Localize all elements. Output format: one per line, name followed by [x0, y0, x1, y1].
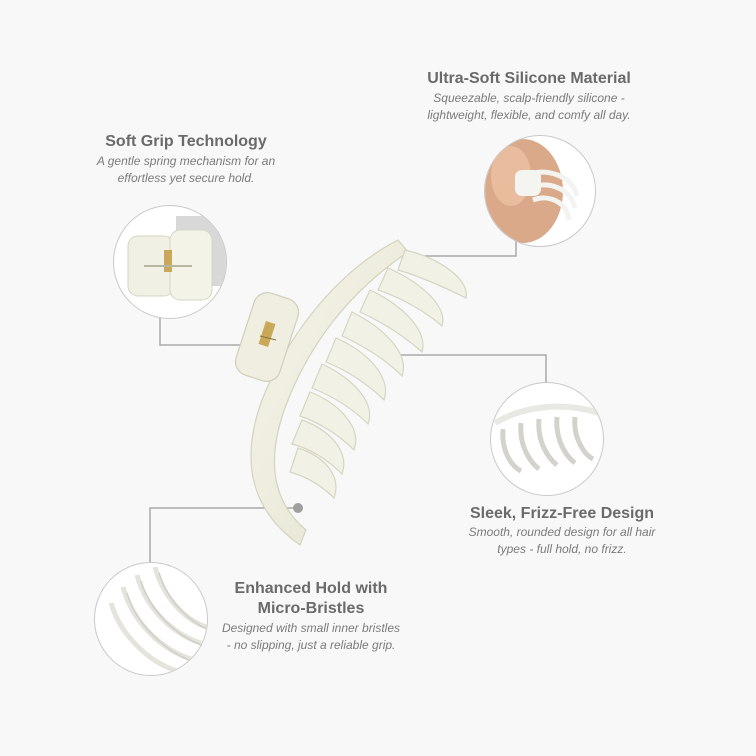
sleek-desc-line-1: Smooth, rounded design for all hair: [468, 525, 656, 539]
sleek-title: Sleek, Frizz-Free Design: [469, 505, 655, 522]
clip-hinge: [234, 292, 300, 382]
grip-desc-line-1: A gentle spring mechanism for an: [96, 154, 276, 168]
callout-line-bristles: [149, 507, 298, 566]
callout-line-silicone: [384, 238, 517, 257]
inset-silicone-hand: [484, 135, 596, 247]
callout-line-sleek: [388, 354, 547, 384]
inset-micro-bristles: [94, 562, 208, 676]
clip-spine: [250, 239, 409, 546]
inset-sleek-design: [490, 382, 604, 496]
inset-grip-hinge: [113, 205, 227, 319]
grip-title: Soft Grip Technology: [105, 133, 267, 150]
clip-teeth: [289, 249, 467, 500]
silicone-desc-line-2: lightweight, flexible, and comfy all day…: [427, 108, 631, 122]
bristles-desc-line-1: Designed with small inner bristles: [221, 621, 401, 635]
bristles-title-line-1: Enhanced Hold with: [234, 580, 388, 597]
callout-dot-bristles: [293, 503, 303, 513]
sleek-desc-line-2: types - full hold, no frizz.: [497, 542, 627, 556]
grip-desc-line-2: effortless yet secure hold.: [117, 171, 255, 185]
silicone-title: Ultra-Soft Silicone Material: [427, 70, 631, 87]
silicone-desc-line-1: Squeezable, scalp-friendly silicone -: [433, 91, 625, 105]
bristles-title-line-2: Micro-Bristles: [257, 600, 365, 617]
bristles-desc-line-2: - no slipping, just a reliable grip.: [226, 638, 396, 652]
